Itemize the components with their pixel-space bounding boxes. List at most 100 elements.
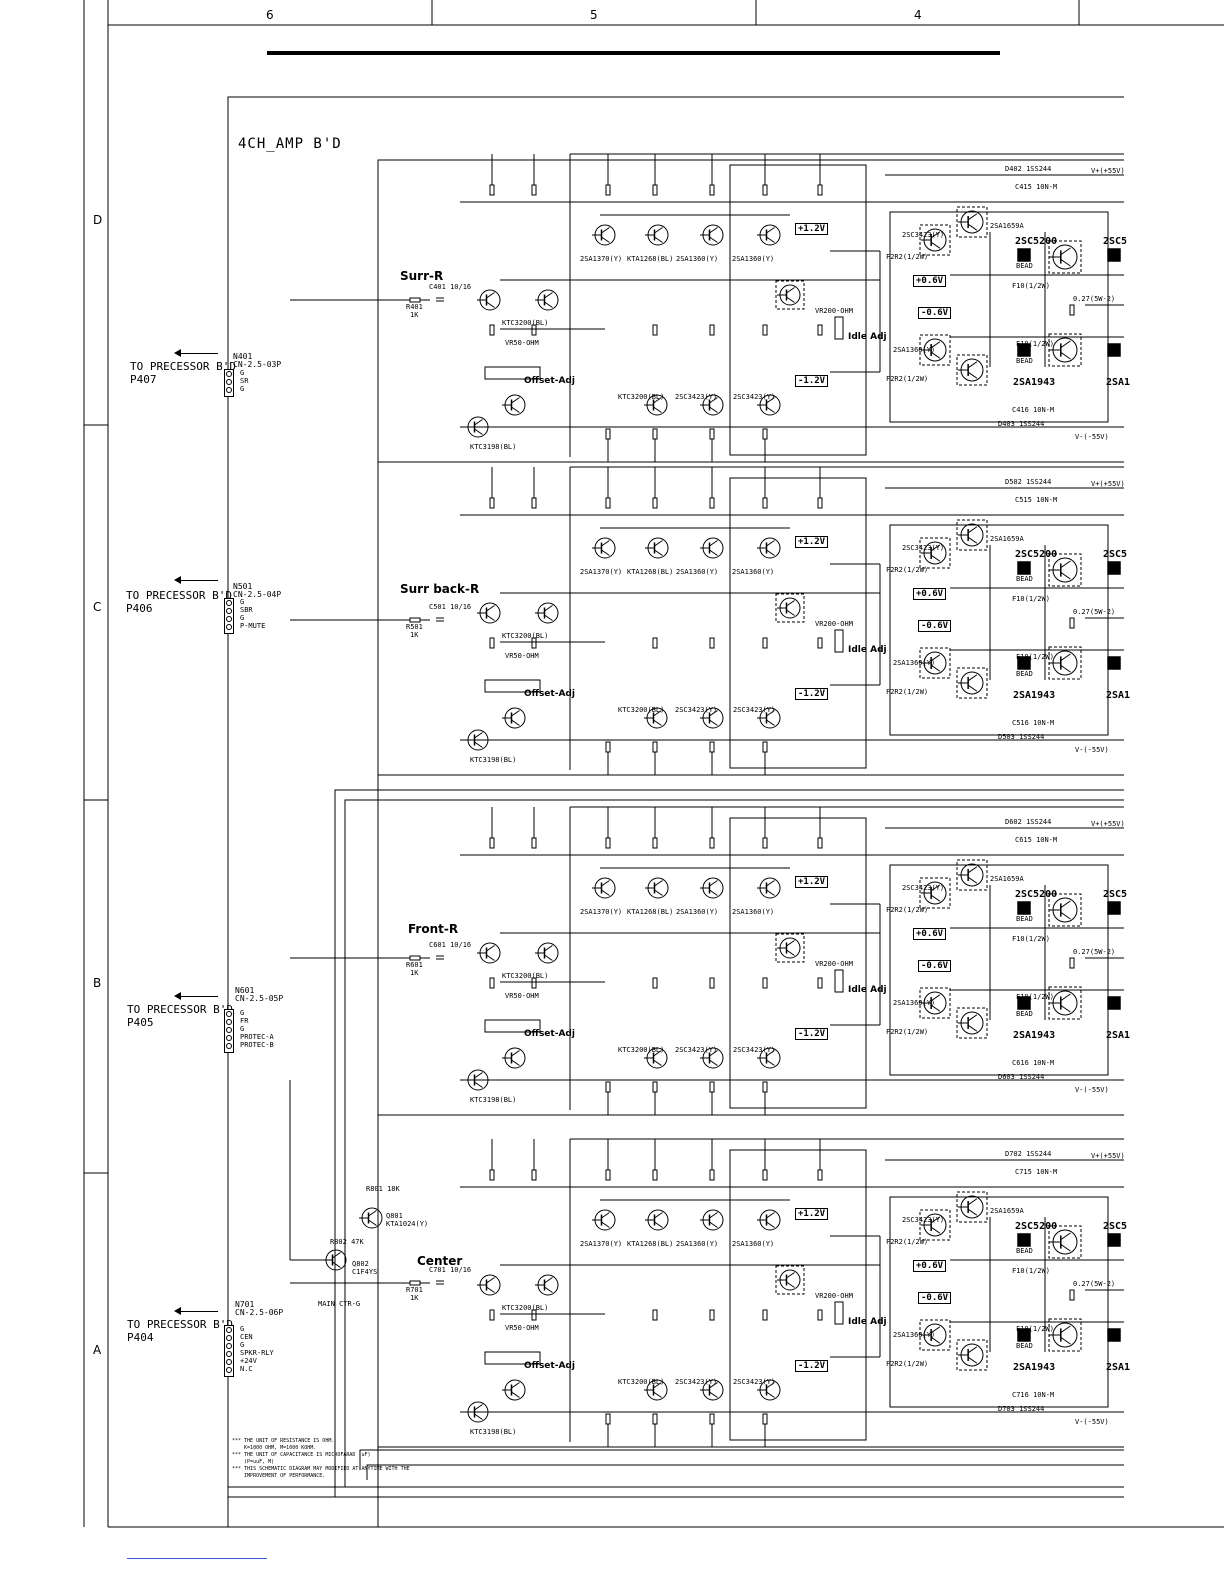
note-line: IMPROVEMENT OF PERFORMANCE.	[232, 1473, 326, 1479]
vas-part: 2SA1370(Y)	[580, 1240, 623, 1248]
vas2-part: KTA1268(BL)	[627, 1240, 674, 1248]
channel-name: Center	[417, 1254, 463, 1268]
base-resistor-label: F2R2(1/2W)	[886, 566, 929, 574]
connector-pin: G	[240, 1341, 245, 1349]
driver-pos-label: +0.6V	[913, 1260, 947, 1272]
output-npn-part: 2SC5200	[1015, 1221, 1058, 1232]
resistor	[531, 184, 537, 196]
input-resistor-value: 1K	[410, 311, 419, 319]
input-resistor-value: 1K	[410, 631, 419, 639]
idle-adj-label: Idle Adj	[848, 985, 887, 995]
vas2-part: KTA1268(BL)	[627, 568, 674, 576]
offset-adj-label: Offset-Adj	[524, 1361, 575, 1371]
input-resistor-label: R401	[406, 303, 423, 311]
zone-left-d: D	[93, 213, 103, 227]
vas-transistor	[592, 224, 616, 246]
resistor	[709, 741, 715, 753]
bias-neg-label: -1.2V	[795, 688, 829, 700]
predriver-transistor	[700, 537, 724, 559]
resistor	[489, 1309, 495, 1321]
vas-transistor	[645, 1209, 669, 1231]
resistor	[762, 497, 768, 509]
output-npn-part-cut: 2SC5	[1103, 1221, 1128, 1232]
resistor	[652, 1081, 658, 1093]
amp-channel-block	[290, 466, 1124, 776]
arrow-left-icon	[178, 580, 218, 581]
pin-circle-icon	[226, 1359, 232, 1365]
driver-resistor-label: F10(1/2W)	[1016, 653, 1054, 661]
input-cap-label: C701 10/16	[429, 1266, 472, 1274]
offset-adj-pot	[484, 366, 541, 380]
rail-neg-label: V-(-55V)	[1075, 433, 1109, 441]
resistor	[605, 184, 611, 196]
driver-pnp-transistor	[956, 206, 988, 238]
input-capacitor	[436, 955, 444, 960]
connector-pin: G	[240, 598, 245, 606]
pin-circle-icon	[226, 379, 232, 385]
output-pnp-part: 2SA1943	[1013, 690, 1056, 701]
protect-transistor	[465, 416, 489, 438]
idle-adj-label: Idle Adj	[848, 645, 887, 655]
lower-predriver-part: 2SC3423(Y)	[733, 393, 776, 401]
pin-circle-icon	[226, 1335, 232, 1341]
diff-pair-q2-transistor	[535, 942, 559, 964]
note-line: *** THE UNIT OF RESISTANCE IS OHM.	[232, 1438, 335, 1444]
pin-circle-icon	[226, 371, 232, 377]
emitter-resistor-part: 0.27(5W-2)	[1073, 1280, 1116, 1288]
output-npn-part-cut: 2SC5	[1103, 889, 1128, 900]
vas-part: 2SA1370(Y)	[580, 255, 623, 263]
connector-to: TO PRECESSOR B'D	[130, 360, 236, 373]
rail-neg-label: V-(-55V)	[1075, 1418, 1109, 1426]
connector-type: CN-2.5-06P	[235, 1308, 284, 1317]
bead	[1107, 1233, 1121, 1247]
bead	[1017, 901, 1031, 915]
connector-pin: G	[240, 614, 245, 622]
resistor	[652, 637, 658, 649]
driver-pos-label: +0.6V	[913, 275, 947, 287]
vas-transistor	[645, 537, 669, 559]
diff-pair-q1-transistor	[477, 1274, 501, 1296]
bead	[1107, 248, 1121, 262]
resistor	[531, 1169, 537, 1181]
zone-top-4: 4	[914, 8, 922, 22]
vas-part: 2SA1370(Y)	[580, 568, 623, 576]
arrow-head-icon	[174, 1307, 181, 1315]
predriver-part: 2SA1360(Y)	[732, 1240, 775, 1248]
vas-transistor	[592, 1209, 616, 1231]
resistor	[605, 1081, 611, 1093]
driver-resistor-label: F10(1/2W)	[1012, 1267, 1050, 1275]
output-stage-block	[889, 524, 1109, 736]
output-pnp-part-cut: 2SA1	[1106, 690, 1131, 701]
arrow-left-icon	[178, 353, 218, 354]
cap-top-label: C715 10N-M	[1015, 1168, 1058, 1176]
bias-transistor	[775, 280, 805, 310]
predriver-lower-transistor	[700, 1379, 724, 1401]
driver-resistor-label: F10(1/2W)	[1016, 993, 1054, 1001]
input-resistor-value: 1K	[410, 969, 419, 977]
driver-pnp-lower-transistor	[919, 1319, 951, 1351]
pin-circle-icon	[226, 1011, 232, 1017]
output-pnp-transistor	[1048, 1318, 1082, 1352]
zone-left-b: B	[93, 976, 102, 990]
channel-name: Front-R	[408, 922, 459, 936]
resistor	[762, 741, 768, 753]
predriver-part: 2SA1360(Y)	[676, 908, 719, 916]
lower-predriver-part: 2SC3423(Y)	[733, 1378, 776, 1386]
mute-q2: Q802	[352, 1260, 369, 1268]
offset-pot-part: VR50-OHM	[505, 1324, 539, 1332]
resistor	[489, 637, 495, 649]
predriver-part: 2SA1360(Y)	[676, 568, 719, 576]
resistor	[817, 977, 823, 989]
output-npn-transistor	[1048, 893, 1082, 927]
arrow-head-icon	[174, 576, 181, 584]
output-pnp-part-cut: 2SA1	[1106, 1030, 1131, 1041]
connector-pin: SR	[240, 377, 249, 385]
diode-bot-label: D403 1SS244	[998, 420, 1045, 428]
idle-pot-part: VR200-OHM	[815, 1292, 853, 1300]
bead	[1017, 248, 1031, 262]
driver-pnp-part: 2SA1659A	[990, 535, 1024, 543]
predriver-part: 2SA1360(Y)	[732, 908, 775, 916]
lower-predriver-part: 2SC3423(Y)	[675, 393, 718, 401]
